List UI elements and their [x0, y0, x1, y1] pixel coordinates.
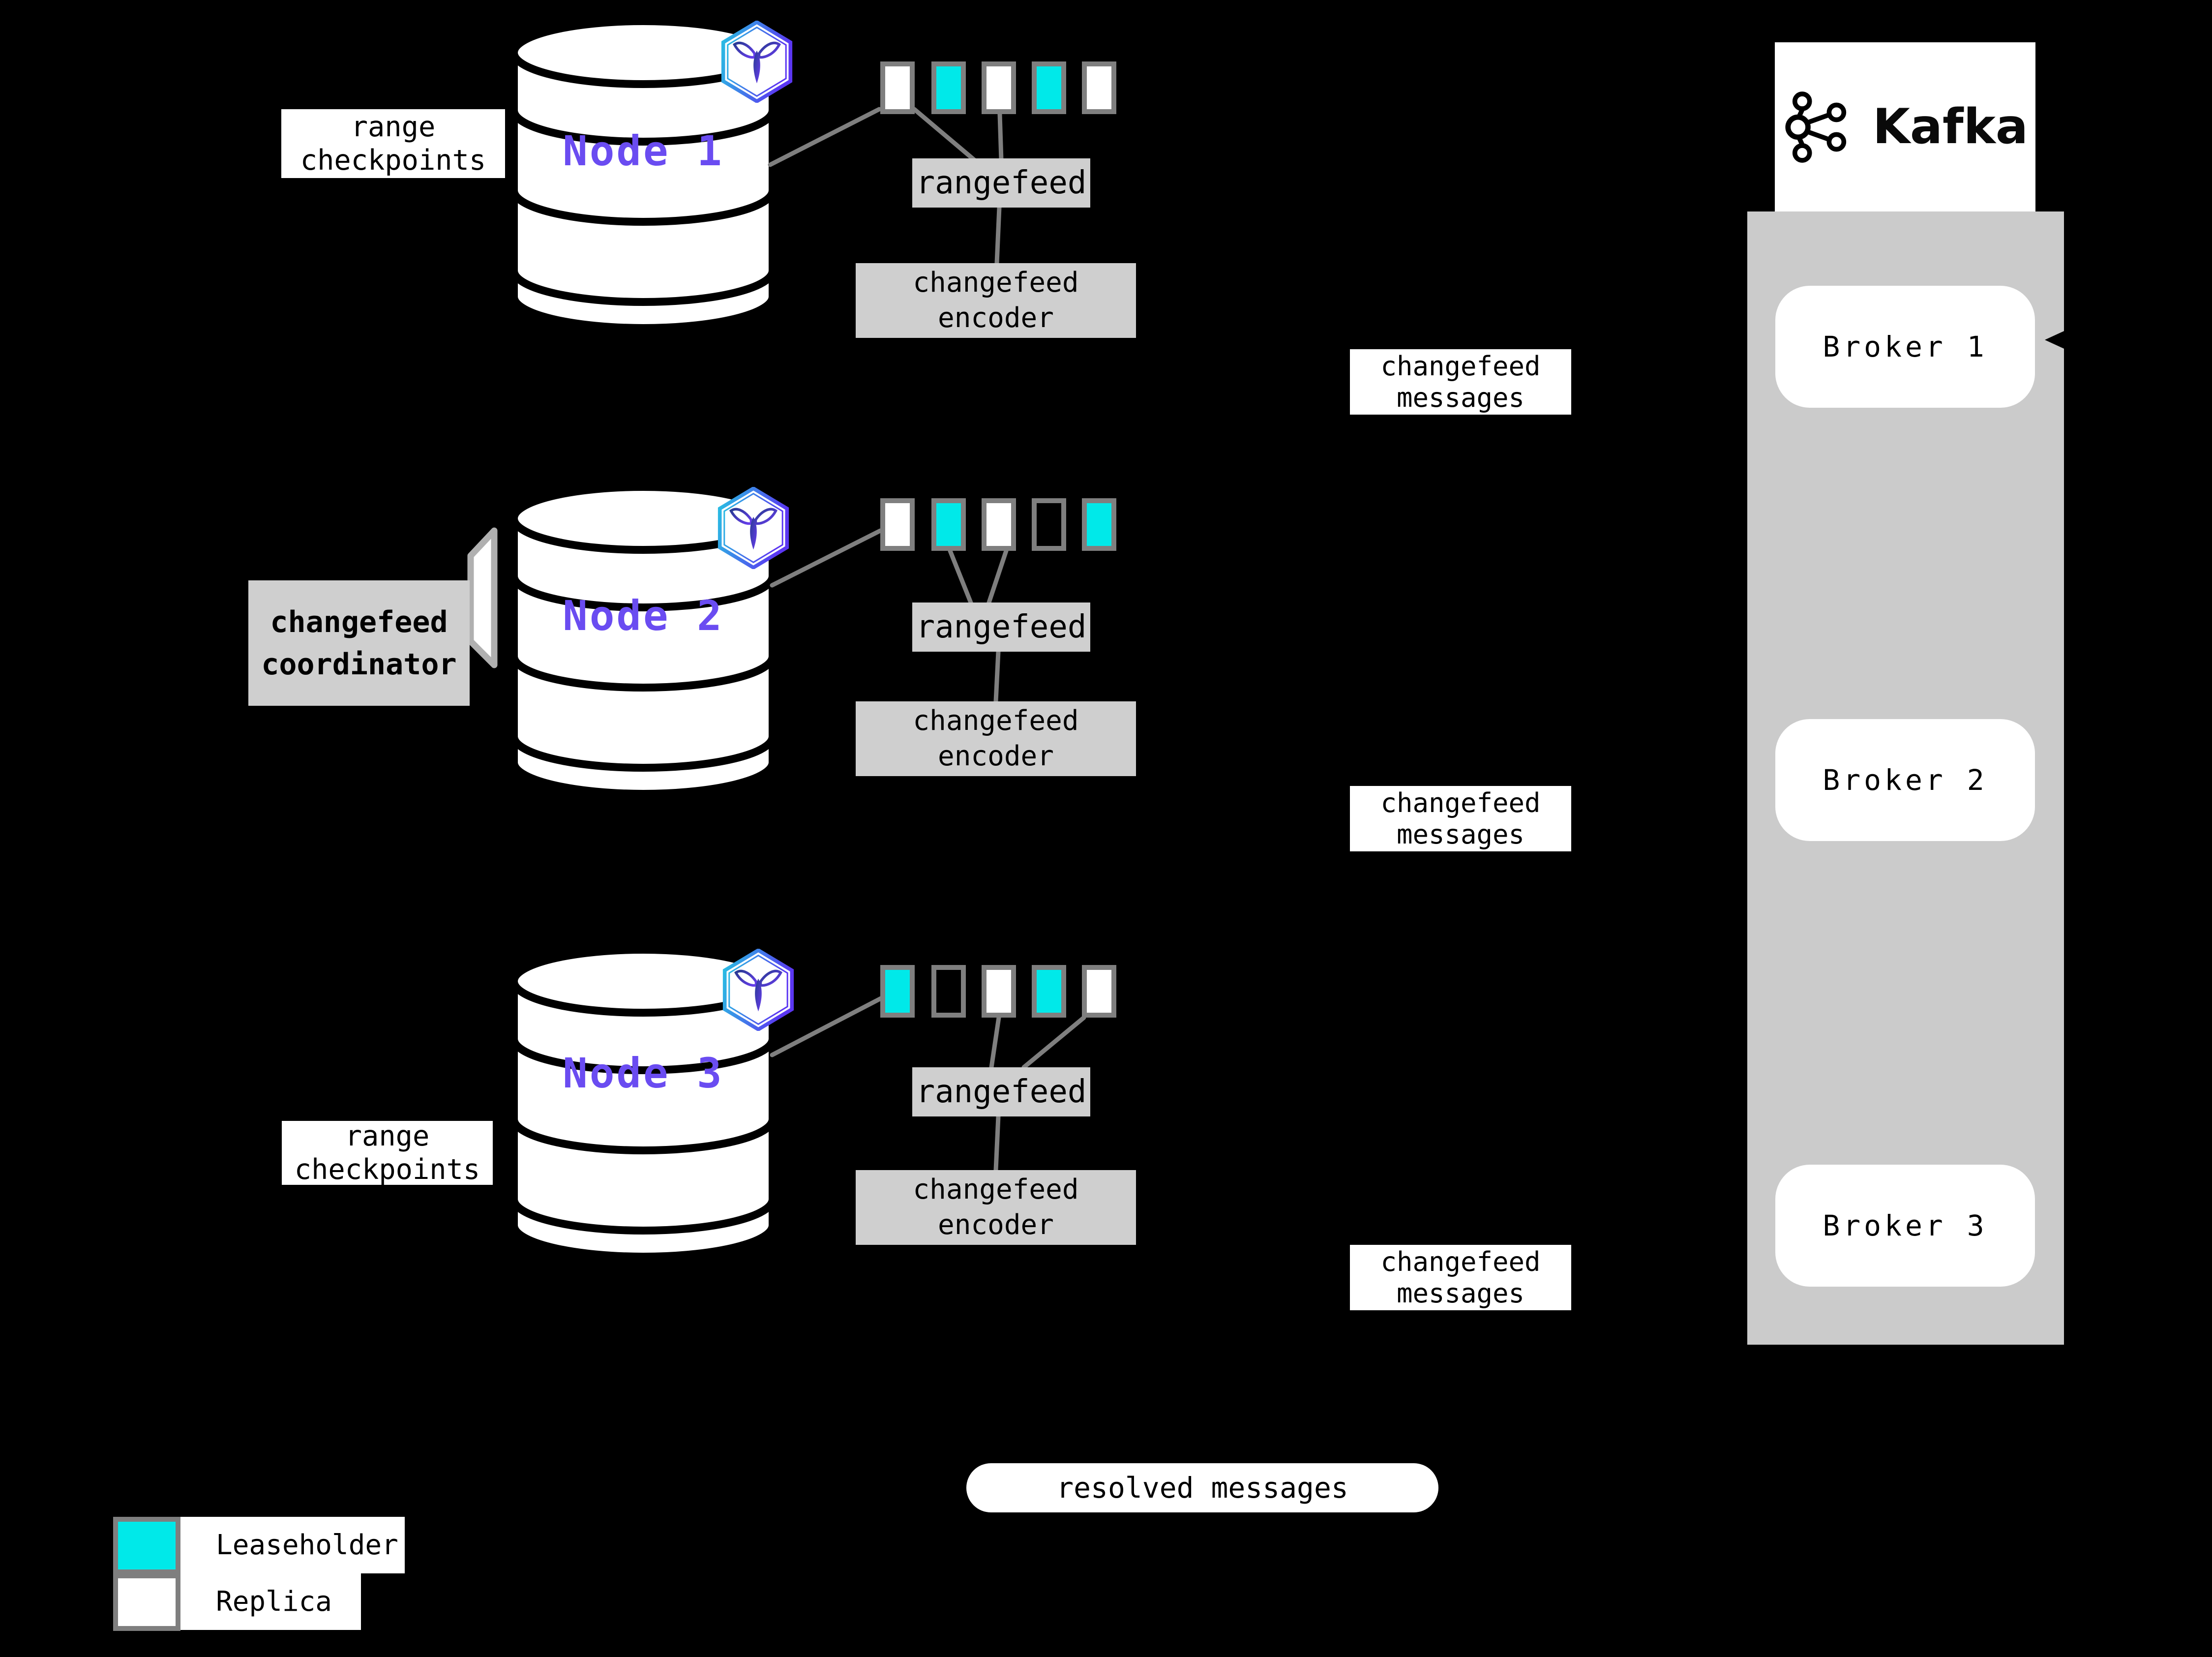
connector-lines: [768, 107, 1086, 1173]
rangefeed-box-node3: rangefeed: [912, 1067, 1090, 1116]
legend-leaseholder-swatch: [113, 1517, 180, 1574]
changefeed-encoder-box-node1: changefeed encoder: [856, 263, 1136, 338]
range-square: [880, 965, 915, 1018]
legend-leaseholder-label: Leaseholder: [180, 1517, 405, 1573]
range-square: [1082, 498, 1116, 551]
changefeed-messages-label-node2: changefeed messages: [1350, 786, 1571, 851]
node2-label: Node 2: [563, 592, 724, 640]
kafka-icon: [1785, 91, 1847, 163]
range-square: [982, 498, 1016, 551]
changefeed-messages-label-node3: changefeed messages: [1350, 1245, 1571, 1310]
range-square: [1082, 965, 1116, 1018]
range-square: [931, 498, 966, 551]
coordinator-flap: [467, 527, 498, 668]
range-square: [931, 61, 966, 114]
broker1-arrowhead: [2045, 329, 2069, 351]
range-square: [982, 61, 1016, 114]
range-checkpoints-label-top: range checkpoints: [281, 109, 505, 178]
node3-label: Node 3: [563, 1049, 724, 1097]
changefeed-messages-label-node1: changefeed messages: [1350, 349, 1571, 415]
changefeed-encoder-box-node3: changefeed encoder: [856, 1170, 1136, 1245]
kafka-broker-2: Broker 2: [1775, 719, 2035, 841]
range-square: [1032, 965, 1066, 1018]
range-checkpoints-label-bottom: range checkpoints: [282, 1120, 493, 1186]
range-square: [931, 965, 966, 1018]
changefeed-encoder-box-node2: changefeed encoder: [856, 701, 1136, 776]
kafka-brand-text: Kafka: [1872, 99, 2028, 155]
legend-replica-swatch: [113, 1573, 180, 1631]
node1-label: Node 1: [563, 127, 724, 175]
range-square: [880, 498, 915, 551]
range-square: [1032, 61, 1066, 114]
rangefeed-box-node1: rangefeed: [912, 158, 1090, 208]
range-square: [982, 965, 1016, 1018]
kafka-broker-3: Broker 3: [1775, 1165, 2035, 1287]
kafka-broker-1: Broker 1: [1775, 286, 2035, 408]
kafka-logo: Kafka: [1775, 42, 2035, 211]
range-square: [1032, 498, 1066, 551]
changefeed-coordinator-label: changefeed coordinator: [248, 580, 470, 706]
resolved-messages-pill: resolved messages: [966, 1463, 1438, 1512]
range-square: [880, 61, 915, 114]
range-square: [1082, 61, 1116, 114]
rangefeed-box-node2: rangefeed: [912, 603, 1090, 652]
legend-replica-label: Replica: [180, 1573, 361, 1630]
